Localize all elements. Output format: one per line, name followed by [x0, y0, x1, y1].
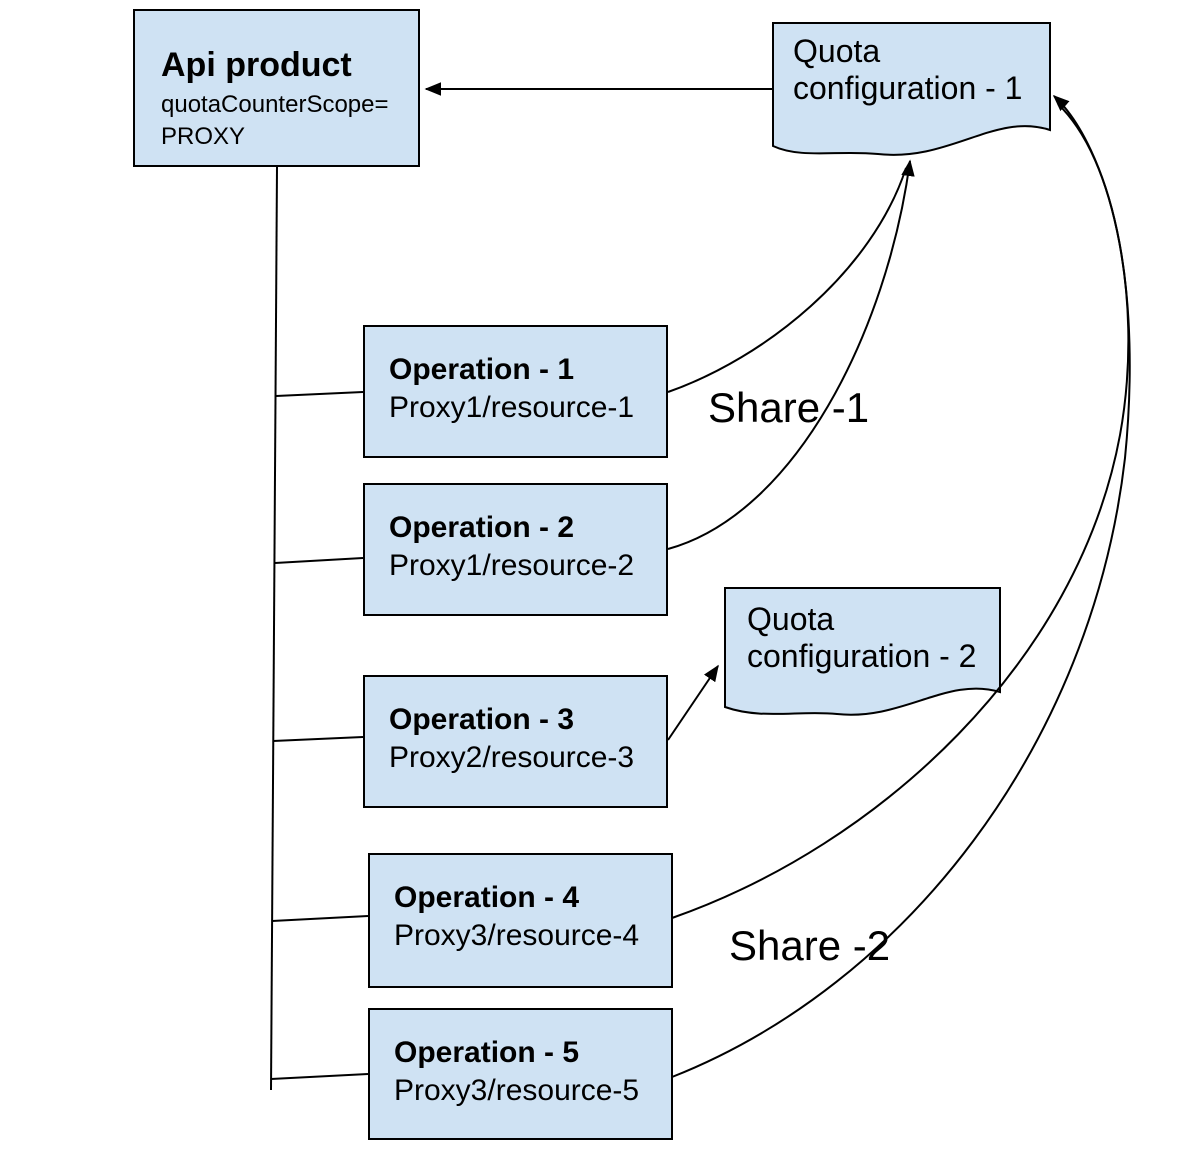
connector-op2-to-qc1	[667, 159, 915, 550]
connector-branch-op2	[274, 557, 364, 564]
api-product-node: Api product quotaCounterScope= PROXY	[133, 9, 420, 167]
quota-config-1-label: Quota configuration - 1	[793, 33, 1022, 107]
connector-branch-op4	[271, 915, 369, 922]
connector-branch-op1	[275, 391, 364, 397]
quota-config-2-shape	[724, 587, 1001, 716]
operation-1-path: Proxy1/resource-1	[389, 391, 635, 424]
connector-op5-to-qc1	[671, 103, 1131, 1078]
operation-3-title: Operation - 3	[389, 703, 575, 736]
operation-3-node: Operation - 3 Proxy2/resource-3	[363, 675, 668, 808]
connector-trunk	[270, 166, 278, 1091]
operation-4-node: Operation - 4 Proxy3/resource-4	[368, 853, 673, 988]
share-1-label: Share -1	[708, 384, 870, 431]
operation-5-path: Proxy3/resource-5	[394, 1074, 640, 1107]
operation-1-title: Operation - 1	[389, 353, 575, 386]
operation-1-node: Operation - 1 Proxy1/resource-1	[363, 325, 668, 458]
operation-3-path: Proxy2/resource-3	[389, 741, 635, 774]
api-product-title: Api product	[161, 46, 352, 84]
quota-config-2-line2: configuration - 2	[747, 638, 977, 674]
quota-config-1-shape	[772, 22, 1051, 156]
quota-config-2-label: Quota configuration - 2	[747, 601, 976, 675]
operation-2-node: Operation - 2 Proxy1/resource-2	[363, 483, 668, 616]
operation-5-title: Operation - 5	[394, 1036, 580, 1069]
quota-config-1-line2: configuration - 1	[793, 70, 1023, 106]
connector-branch-op5	[270, 1073, 369, 1080]
connector-op3-to-qc2	[667, 664, 719, 741]
quota-config-2-line1: Quota	[747, 601, 835, 637]
quota-config-1-line1: Quota	[793, 33, 881, 69]
operation-5-node: Operation - 5 Proxy3/resource-5	[368, 1008, 673, 1140]
operation-2-title: Operation - 2	[389, 511, 575, 544]
operation-4-path: Proxy3/resource-4	[394, 919, 640, 952]
connector-op1-to-qc1	[667, 167, 907, 393]
api-product-quota-scope-line1: quotaCounterScope=	[161, 91, 389, 118]
api-product-quota-scope-line2: PROXY	[161, 123, 246, 150]
operation-4-title: Operation - 4	[394, 881, 580, 914]
share-2-label: Share -2	[729, 922, 891, 969]
connector-branch-op3	[272, 736, 364, 742]
operation-2-path: Proxy1/resource-2	[389, 549, 635, 582]
api-product-quota-scope: quotaCounterScope= PROXY	[161, 89, 410, 153]
